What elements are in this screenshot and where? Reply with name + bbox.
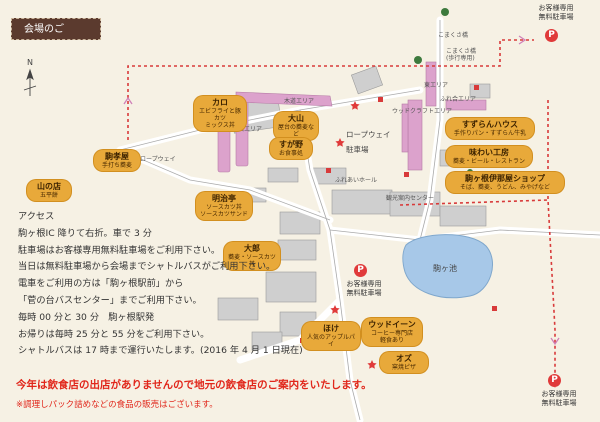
parking-area-label: 駐車場 bbox=[346, 145, 369, 154]
vendor-callout: 山の店 五平餅 bbox=[27, 180, 71, 201]
parking-label: お客様専用 無料駐車場 bbox=[538, 4, 574, 21]
vendor-callout: 大郎 蕎麦・ソースカツ丼 bbox=[224, 242, 280, 270]
vendor-name: 山の店 bbox=[37, 182, 61, 191]
area-east-label: 東エリア bbox=[424, 82, 449, 89]
kokomo-bridge-label: こまくさ橋 bbox=[446, 48, 477, 55]
vendor-callout: 大山 屋台の蕎麦など bbox=[274, 112, 318, 140]
vendor-name: 大郎 bbox=[244, 244, 260, 253]
access-line: 電車をご利用の方は「駒ヶ根駅前」から bbox=[18, 278, 184, 290]
access-line: 「菅の台バスセンター」までご利用下さい。 bbox=[18, 294, 202, 306]
vendor-sub: 蕎麦・ソースカツ丼 bbox=[228, 254, 276, 268]
vendor-sub: 蕎麦・ビール・レストラン bbox=[452, 158, 525, 165]
vendor-name: カロ bbox=[212, 98, 228, 107]
vendor-name: ウッドイーン bbox=[368, 320, 416, 329]
pond-label: 駒ヶ池 bbox=[433, 264, 457, 273]
vendor-name: すずらんハウス bbox=[462, 120, 518, 129]
vendor-sub: ソースカツ丼 ソースカツサンド bbox=[200, 204, 248, 218]
vendor-name: 大山 bbox=[288, 114, 304, 123]
vendor-name: 駒ヶ根伊那屋ショップ bbox=[465, 174, 545, 183]
vendor-callout: 駒ヶ根伊那屋ショップ そば、蕎麦、うどん、みやげなど bbox=[446, 172, 564, 193]
vendor-name: オズ bbox=[396, 354, 412, 363]
access-line: 駐車場はお客様専用無料駐車場をご利用下さい。 bbox=[18, 244, 221, 256]
vendor-name: 明治亭 bbox=[212, 194, 236, 203]
parking-icon: P bbox=[354, 264, 367, 277]
vendor-sub: そば、蕎麦、うどん、みやげなど bbox=[459, 184, 550, 191]
access-line: 毎時 00 分と 30 分 駒ヶ根駅発 bbox=[18, 311, 155, 323]
vendor-name: ほけ bbox=[323, 324, 339, 333]
vendor-sub: 五平餅 bbox=[39, 192, 58, 199]
vendor-sub: 手打ち蕎麦 bbox=[101, 162, 132, 169]
access-line: お帰りは毎時 25 分と 55 分をご利用下さい。 bbox=[18, 328, 210, 340]
kokomo-label: こまくさ橋 bbox=[438, 32, 469, 39]
page-title: 会場のご bbox=[11, 18, 101, 40]
vendor-callout: ほけ 人気のアップルパイ bbox=[302, 322, 360, 350]
fureai-hall-label: ふれあいホール bbox=[335, 177, 378, 184]
vendor-callout: すずらんハウス 手作りパン・すずらん牛乳 bbox=[446, 118, 534, 139]
access-line: 駒ヶ根IC 降りて右折。車で 3 分 bbox=[18, 227, 152, 239]
vendor-sub: エビフライと豚カツ ミックス丼 bbox=[198, 108, 241, 129]
vendor-callout: オズ 窯焼ピザ bbox=[380, 352, 428, 373]
vendor-sub: 窯焼ピザ bbox=[391, 364, 416, 371]
vendor-sub: 人気のアップルパイ bbox=[306, 334, 355, 348]
access-line: 当日は無料駐車場から会場までシャトルバスがご利用下さい。 bbox=[18, 261, 276, 273]
vendor-sub: 屋台の蕎麦など bbox=[278, 124, 315, 138]
vendor-callout: 明治亭 ソースカツ丼 ソースカツサンド bbox=[196, 192, 252, 220]
vendor-callout: 味わい工房 蕎麦・ビール・レストラン bbox=[446, 146, 532, 167]
area-mokukan-label: 木道エリア bbox=[284, 98, 315, 105]
parking-icon: P bbox=[548, 374, 561, 387]
vendor-callout: ウッドイーン コーヒー専門店 軽食あり bbox=[362, 318, 422, 346]
tourist-center-label: 観光案内センター bbox=[386, 195, 435, 202]
parking-label: お客様専用 無料駐車場 bbox=[541, 390, 577, 407]
access-info: アクセス 駒ヶ根IC 降りて右折。車で 3 分 駐車場はお客様専用無料駐車場をご… bbox=[18, 209, 408, 360]
vendor-callout: 駒孝屋 手打ち蕎麦 bbox=[94, 150, 140, 171]
parking-icon: P bbox=[545, 29, 558, 42]
vendor-name: 駒孝屋 bbox=[105, 152, 129, 161]
parking-label: お客様専用 無料駐車場 bbox=[346, 280, 382, 297]
access-line: シャトルバスは 17 時まで運行いたします。(2016 年 4 月 1 日現在) bbox=[18, 345, 303, 357]
vendor-callout: すが野 お食事処 bbox=[270, 138, 312, 159]
ropeway-path-label: ロープウェイ bbox=[140, 156, 176, 163]
access-title: アクセス bbox=[18, 211, 55, 222]
vendor-sub: 手作りパン・すずらん牛乳 bbox=[453, 130, 527, 137]
subnote-text: ※調理しパック詰めなどの食品の販売はございます。 bbox=[16, 400, 218, 410]
vendor-sub: コーヒー専門店 軽食あり bbox=[370, 330, 413, 344]
area-wood-craft-label: ウッドクラフトエリア bbox=[392, 108, 453, 115]
vendor-sub: お食事処 bbox=[278, 150, 303, 157]
ropeway-label: ロープウェイ bbox=[346, 130, 391, 139]
compass-label: N bbox=[27, 58, 33, 67]
kokomo-sub-label: (歩行専用) bbox=[446, 55, 475, 62]
vendor-callout: カロ エビフライと豚カツ ミックス丼 bbox=[194, 96, 246, 131]
notice-text: 今年は飲食店の出店がありませんので地元の飲食店のご案内をいたします。 bbox=[16, 379, 372, 391]
vendor-name: 味わい工房 bbox=[469, 148, 509, 157]
area-west-label: 西エリア bbox=[238, 126, 263, 133]
area-fureai-label: ふれ合エリア bbox=[440, 96, 477, 103]
vendor-name: すが野 bbox=[279, 140, 303, 149]
